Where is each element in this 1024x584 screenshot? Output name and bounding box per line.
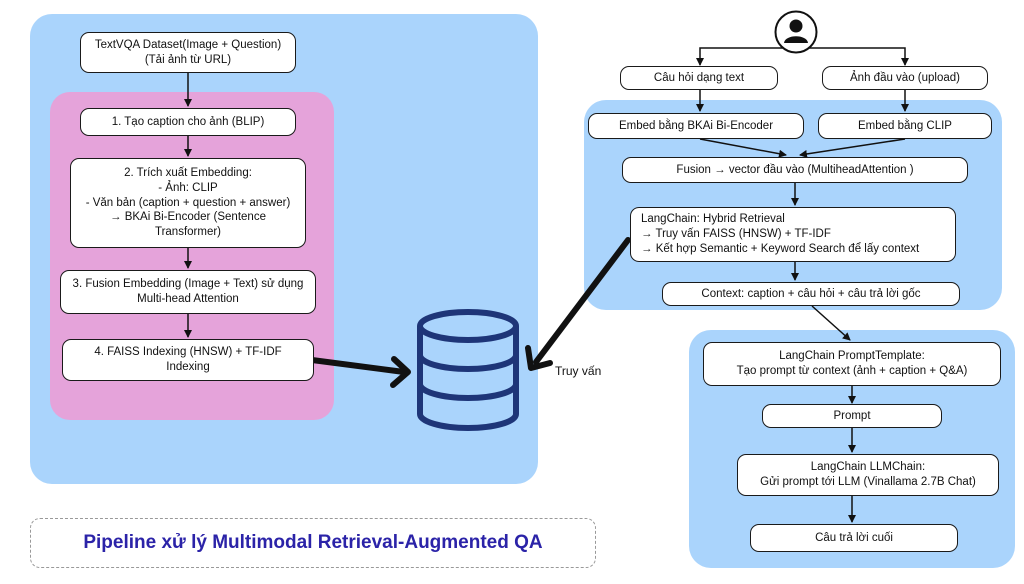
embedding-step-box: 2. Trích xuất Embedding: - Ảnh: CLIP - V… xyxy=(70,158,306,248)
fusion-step-box: 3. Fusion Embedding (Image + Text) sử dụ… xyxy=(60,270,316,314)
faiss-indexing-step-box: 4. FAISS Indexing (HNSW) + TF-IDF Indexi… xyxy=(62,339,314,381)
embed-text-box: Embed bằng BKAi Bi-Encoder xyxy=(588,113,804,139)
prompt-template-box: LangChain PromptTemplate: Tạo prompt từ … xyxy=(703,342,1001,386)
arrow-user-to-text xyxy=(696,47,796,66)
arrow-user-to-image xyxy=(796,47,909,66)
image-upload-box: Ảnh đầu vào (upload) xyxy=(822,66,988,90)
thick-arrow-retrieval-to-db xyxy=(533,237,631,365)
pipeline-title-text: Pipeline xử lý Multimodal Retrieval-Augm… xyxy=(83,532,543,553)
caption-step-box: 1. Tạo caption cho ảnh (BLIP) xyxy=(80,108,296,136)
final-answer-box: Câu trả lời cuối xyxy=(750,524,958,552)
arrow-context-to-template xyxy=(811,305,851,341)
arrow-embedtext-to-fusion xyxy=(699,138,787,158)
database-icon xyxy=(417,309,519,431)
thick-arrow-faiss-to-db xyxy=(309,357,407,375)
pipeline-title: Pipeline xử lý Multimodal Retrieval-Augm… xyxy=(30,518,596,568)
user-icon xyxy=(774,10,818,54)
embed-image-box: Embed bằng CLIP xyxy=(818,113,992,139)
fusion-vector-box: Fusion → vector đầu vào (MultiheadAttent… xyxy=(622,157,968,183)
prompt-box: Prompt xyxy=(762,404,942,428)
dataset-box: TextVQA Dataset(Image + Question) (Tải ả… xyxy=(80,32,296,73)
hybrid-retrieval-box: LangChain: Hybrid Retrieval → Truy vấn F… xyxy=(630,207,956,262)
llm-chain-box: LangChain LLMChain: Gửi prompt tới LLM (… xyxy=(737,454,999,496)
context-box: Context: caption + câu hỏi + câu trả lời… xyxy=(662,282,960,306)
text-question-box: Câu hỏi dạng text xyxy=(620,66,778,90)
query-label: Truy vấn xyxy=(555,364,602,378)
arrow-embedimg-to-fusion xyxy=(799,138,906,158)
